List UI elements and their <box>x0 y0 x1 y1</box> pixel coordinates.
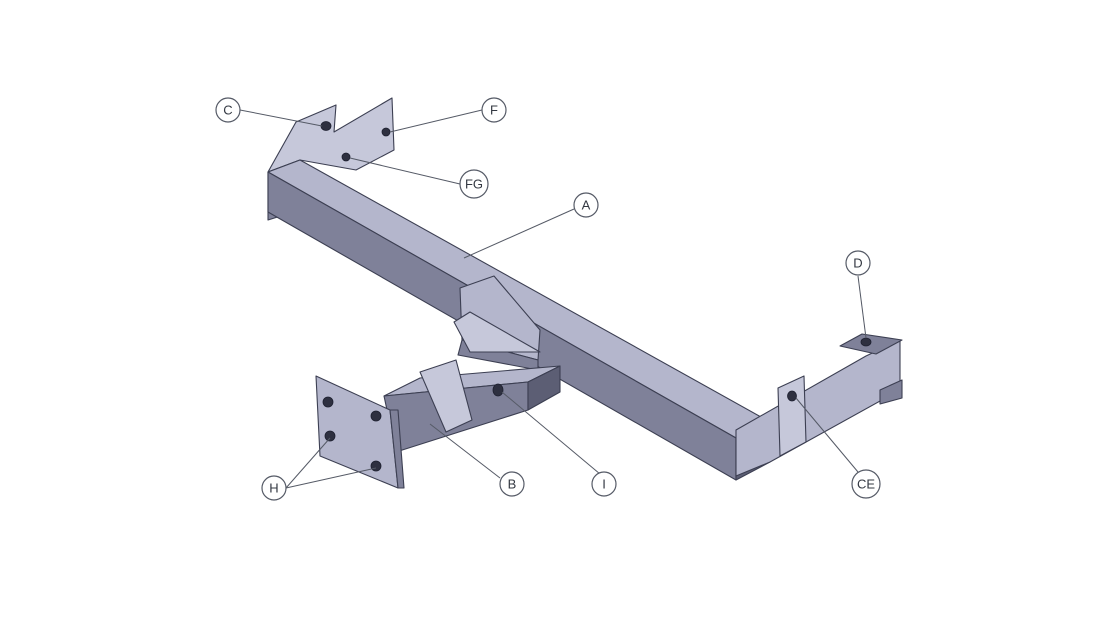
callout-c: C <box>215 97 241 123</box>
callout-b: B <box>499 471 525 497</box>
callout-ce-label: CE <box>857 477 875 492</box>
receiver-tube <box>383 359 561 453</box>
callout-d-label: D <box>853 256 862 271</box>
callout-h: H <box>261 475 287 501</box>
callout-ce: CE <box>851 469 881 499</box>
callout-i: I <box>591 471 617 497</box>
callout-b-label: B <box>508 477 517 492</box>
callout-fg-label: FG <box>465 177 483 192</box>
callout-a: A <box>573 192 599 218</box>
leader-lines <box>239 109 867 489</box>
callout-f: F <box>481 97 507 123</box>
callout-h-label: H <box>269 481 278 496</box>
callout-c-label: C <box>223 103 232 118</box>
callout-f-label: F <box>490 103 498 118</box>
callout-i-label: I <box>602 477 606 492</box>
callout-d: D <box>845 250 871 276</box>
callout-a-label: A <box>582 198 591 213</box>
callout-fg: FG <box>459 169 489 199</box>
right-end-bracket <box>735 333 903 477</box>
